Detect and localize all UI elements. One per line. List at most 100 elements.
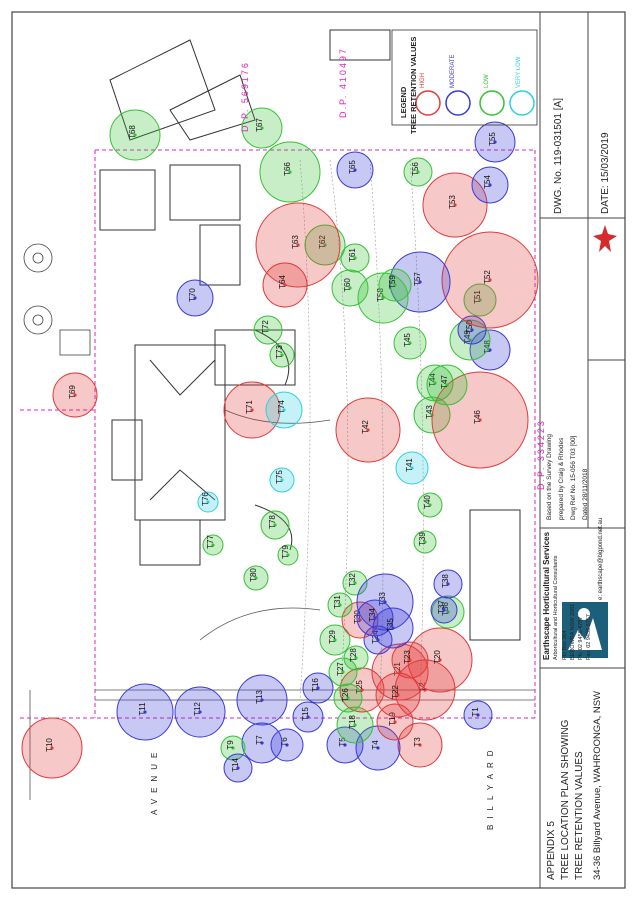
tree-label: T3: [413, 737, 422, 747]
tree-label: T77: [206, 535, 215, 549]
tree-label: T61: [348, 248, 357, 262]
tree-trunk-dot: [396, 693, 400, 697]
company-phone: Ph: 02 9456 4787: [578, 616, 584, 660]
tree-label: T7: [255, 735, 264, 745]
tree-trunk-dot: [418, 280, 422, 284]
driveway: [29, 409, 535, 800]
tree-label: T36: [441, 602, 450, 616]
tree-label: T57: [413, 272, 422, 286]
tree-label: T23: [403, 650, 412, 664]
tree-trunk-dot: [193, 296, 197, 300]
tree-trunk-dot: [282, 408, 286, 412]
tree-t80: T80: [243, 565, 269, 591]
tree-trunk-dot: [260, 126, 264, 130]
company-tagline: Arboricultural and Horticultural Consult…: [553, 555, 559, 660]
tree-label: T60: [343, 278, 352, 292]
tree-label: T35: [386, 618, 395, 632]
tree-trunk-dot: [346, 696, 350, 700]
company-email: e: earthscape@bigpond.net.au: [598, 517, 604, 600]
tree-label: T59: [388, 275, 397, 289]
tree-t5: T5: [326, 726, 364, 764]
tree-t48: T48: [469, 329, 511, 371]
tree-label: T40: [423, 495, 432, 509]
tree-label: T67: [255, 118, 264, 132]
tree-label: T28: [349, 648, 358, 662]
tree-trunk-dot: [453, 203, 457, 207]
tree-trunk-dot: [391, 626, 395, 630]
legend-swatch-high: [415, 90, 441, 116]
tree-label: T50: [465, 320, 474, 334]
tree-label: T63: [291, 235, 300, 249]
property-boundary: [20, 149, 536, 719]
tree-label: T15: [301, 707, 310, 721]
tree-t56: T56: [403, 157, 433, 187]
tree-trunk-dot: [416, 170, 420, 174]
tree-trunk-dot: [353, 581, 357, 585]
tree-label: T31: [333, 595, 342, 609]
tree-label: T74: [277, 400, 286, 414]
tree-trunk-dot: [348, 286, 352, 290]
tree-t41: T41: [395, 451, 429, 485]
tree-trunk-dot: [260, 741, 264, 745]
contours: [299, 159, 424, 701]
tree-label: T32: [348, 573, 357, 587]
tree-trunk-dot: [353, 256, 357, 260]
tree-label: T52: [483, 270, 492, 284]
tree-trunk-dot: [333, 638, 337, 642]
tree-t55: T55: [474, 121, 516, 163]
tree-t69: T69: [52, 372, 98, 418]
tree-label: T56: [411, 162, 420, 176]
legend-box: [391, 29, 538, 126]
tree-trunk-dot: [478, 418, 482, 422]
tree-t64: T64: [262, 262, 308, 308]
site-address: 34-36 Billyard Avenue, WAHROONGA, NSW: [592, 690, 603, 880]
tree-trunk-dot: [428, 503, 432, 507]
tree-label: T49: [463, 330, 472, 344]
tree-trunk-dot: [316, 686, 320, 690]
sheet-border: [11, 11, 626, 889]
house-outline: [99, 164, 296, 566]
tree-t18: T18: [336, 706, 374, 744]
tree-t47: T47: [426, 364, 468, 406]
tree-trunk-dot: [353, 168, 357, 172]
tree-t66: T66: [259, 141, 321, 203]
title-line-1: TREE LOCATION PLAN SHOWING: [560, 719, 571, 880]
tree-trunk-dot: [423, 540, 427, 544]
tree-label: T10: [45, 738, 54, 752]
tree-trunk-dot: [283, 283, 287, 287]
legend-label-low: LOW: [484, 74, 490, 88]
tree-trunk-dot: [280, 478, 284, 482]
tree-trunk-dot: [353, 723, 357, 727]
tree-t4: T4: [355, 725, 401, 771]
tree-t74: T74: [265, 391, 303, 429]
tree-label: T38: [441, 574, 450, 588]
tree-t72: T72: [253, 315, 283, 345]
legend-swatch-moderate: [445, 90, 471, 116]
tree-label: T64: [278, 275, 287, 289]
tree-trunk-dot: [476, 713, 480, 717]
tree-label: T51: [473, 290, 482, 304]
tree-trunk-dot: [236, 766, 240, 770]
tree-t22: T22: [375, 672, 421, 718]
tree-trunk-dot: [285, 743, 289, 747]
tree-t75: T75: [269, 467, 295, 493]
tree-t79: T79: [277, 544, 299, 566]
tree-trunk-dot: [286, 553, 290, 557]
tree-label: T21: [393, 662, 402, 676]
tree-label: T65: [348, 160, 357, 174]
tree-label: T55: [488, 132, 497, 146]
tree-label: T73: [275, 345, 284, 359]
tree-label: T4: [371, 740, 380, 750]
tree-trunk-dot: [358, 618, 362, 622]
tree-label: T66: [283, 162, 292, 176]
tree-label: T54: [483, 175, 492, 189]
tree-trunk-dot: [470, 328, 474, 332]
tree-trunk-dot: [250, 408, 254, 412]
tree-trunk-dot: [266, 328, 270, 332]
tree-trunk-dot: [273, 523, 277, 527]
tree-trunk-dot: [488, 278, 492, 282]
tree-label: T46: [473, 410, 482, 424]
dp-label-3: D.P. 334223: [536, 419, 546, 490]
crest-icon: [593, 225, 617, 252]
tree-t78: T78: [260, 510, 290, 540]
